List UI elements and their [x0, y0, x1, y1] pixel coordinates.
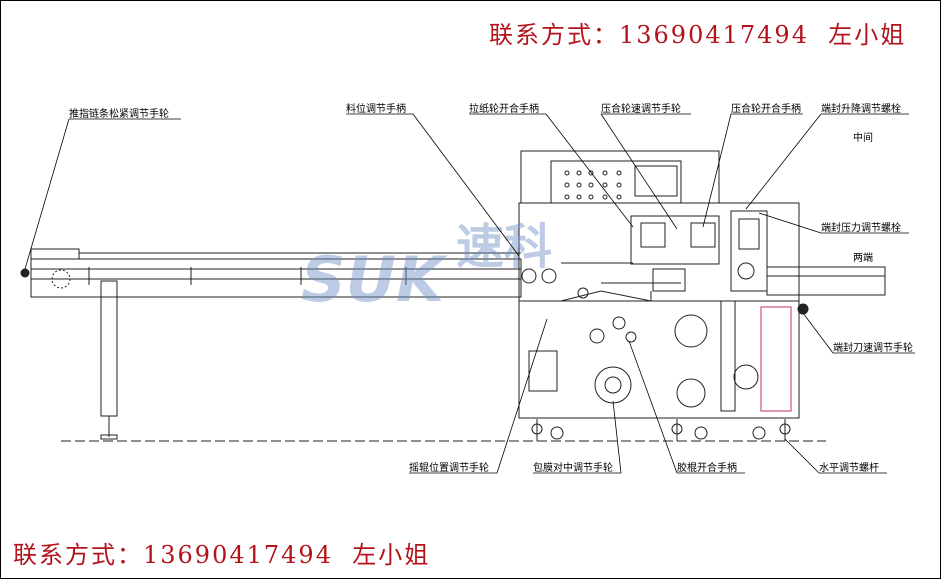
label-press-speed: 压合轮速调节手轮 — [601, 104, 681, 115]
label-paper-roller: 拉纸轮开合手柄 — [469, 104, 539, 115]
outfeed-conveyor — [766, 266, 886, 315]
label-chain-tension: 推指链条松紧调节手轮 — [69, 109, 169, 120]
label-end-pressure-bolt: 端封压力调节螺栓 — [821, 223, 901, 234]
label-press-open: 压合轮开合手柄 — [731, 104, 801, 115]
infeed-conveyor — [20, 248, 522, 440]
svg-text:速科: 速科 — [456, 219, 552, 275]
label-end-lift-bolt: 端封升降调节螺栓 — [821, 104, 901, 115]
label-level-screw: 水平调节螺杆 — [819, 463, 879, 474]
machine-feet — [531, 419, 791, 441]
label-both-ends: 两端 — [853, 253, 873, 264]
label-end-knife-wheel: 端封刀速调节手轮 — [833, 343, 913, 354]
contact-info-top: 联系方式：13690417494 左小姐 — [489, 21, 907, 49]
leader-lines — [24, 113, 915, 474]
svg-text:SUK: SUK — [301, 243, 448, 316]
machine-body — [518, 150, 800, 419]
control-buttons — [564, 170, 622, 200]
label-film-center: 包膜对中调节手轮 — [533, 463, 613, 474]
label-center: 中间 — [853, 133, 873, 144]
label-material-handle: 料位调节手柄 — [346, 104, 406, 115]
suk-watermark: SUK 速科 — [301, 219, 552, 316]
label-rubber-roller: 胶棍开合手柄 — [677, 463, 737, 474]
contact-info-bottom: 联系方式：13690417494 左小姐 — [13, 541, 431, 569]
label-guide-roller: 摇辊位置调节手轮 — [409, 463, 489, 474]
